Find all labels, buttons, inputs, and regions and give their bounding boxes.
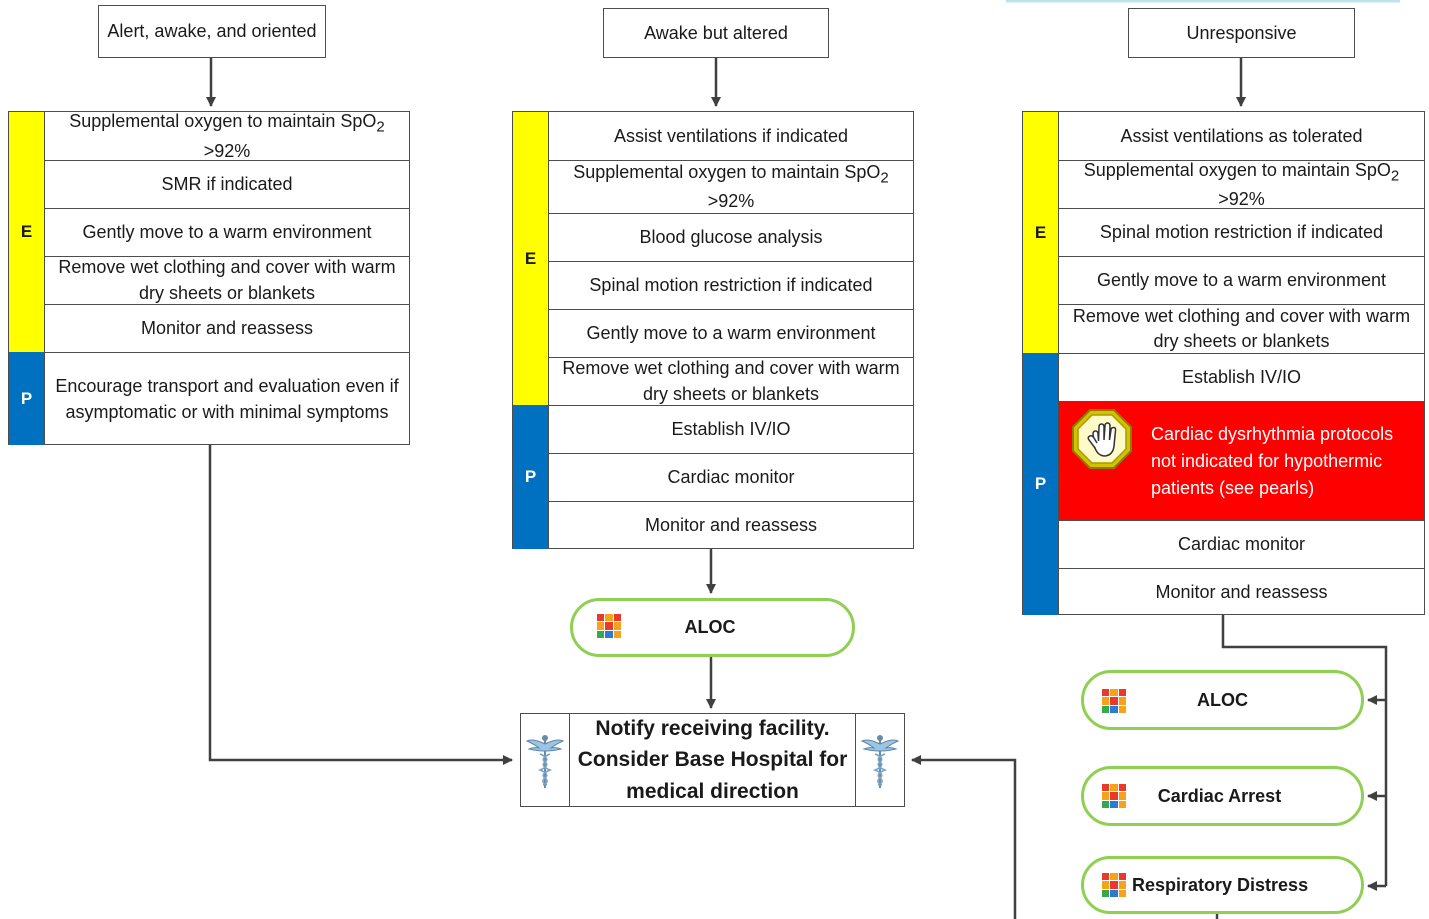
step-row: Gently move to a warm environment: [1059, 256, 1424, 304]
aloc-protocol-link[interactable]: ALOC: [570, 598, 855, 657]
step-row: Supplemental oxygen to maintain SpO2 >92…: [45, 111, 409, 161]
step-row: Remove wet clothing and cover with warm …: [1059, 304, 1424, 353]
step-text: Supplemental oxygen to maintain SpO2 >92…: [573, 162, 889, 211]
column-3-block: E P Assist ventilations as tolerated Sup…: [1022, 111, 1425, 615]
step-row: Gently move to a warm environment: [549, 309, 913, 357]
stop-hand-icon: [1071, 408, 1133, 470]
step-row: SMR if indicated: [45, 160, 409, 208]
column-2-block: E P Assist ventilations if indicated Sup…: [512, 111, 914, 549]
link-label: ALOC: [1197, 689, 1248, 710]
step-row: Cardiac monitor: [1059, 520, 1424, 568]
step-row: Gently move to a warm environment: [45, 208, 409, 256]
step-row: Monitor and reassess: [45, 304, 409, 352]
notify-receiving-facility-box: Notify receiving facility. Consider Base…: [520, 713, 905, 807]
step-row: Cardiac monitor: [549, 453, 913, 501]
step-row: Assist ventilations as tolerated: [1120, 125, 1363, 146]
protocol-grid-icon: [1102, 689, 1126, 713]
connector-bottom-to-notify: [911, 755, 1017, 919]
step-row: Assist ventilations if indicated: [613, 125, 849, 146]
connector-col3-trunk: [1221, 615, 1388, 886]
column-1-block: E P Supplemental oxygen to maintain SpO2…: [8, 111, 410, 445]
alert-row: Cardiac dysrhythmia protocols not indica…: [1059, 401, 1424, 520]
step-row: Monitor and reassess: [1059, 568, 1424, 615]
caduceus-icon: [525, 732, 565, 790]
link-label: Cardiac Arrest: [1157, 785, 1282, 806]
header-unresponsive: Unresponsive: [1128, 8, 1355, 58]
aloc-protocol-link[interactable]: ALOC: [1081, 670, 1364, 730]
caduceus-icon: [860, 732, 900, 790]
step-row: Spinal motion restriction if indicated: [549, 261, 913, 309]
step-row: Monitor and reassess: [549, 501, 913, 549]
step-row: Encourage transport and evaluation even …: [45, 352, 409, 445]
e-bar: E: [9, 112, 45, 352]
step-row: Remove wet clothing and cover with warm …: [549, 357, 913, 405]
header-alert-awake-oriented: Alert, awake, and oriented: [98, 5, 326, 58]
protocol-grid-icon: [1102, 873, 1126, 897]
p-bar: P: [1023, 353, 1059, 615]
step-row: Establish IV/IO: [1059, 353, 1424, 401]
header-awake-altered: Awake but altered: [603, 8, 829, 58]
step-text: Supplemental oxygen to maintain SpO2 >92…: [1083, 159, 1400, 209]
link-label: Respiratory Distress: [1132, 874, 1309, 895]
alert-text: Cardiac dysrhythmia protocols not indica…: [1151, 423, 1394, 498]
p-bar: P: [513, 405, 549, 549]
step-row: Supplemental oxygen to maintain SpO2 >92…: [549, 160, 913, 213]
notify-text: Notify receiving facility. Consider Base…: [569, 714, 856, 806]
step-row: Blood glucose analysis: [549, 213, 913, 261]
p-bar: P: [9, 352, 45, 445]
step-row: Supplemental oxygen to maintain SpO2 >92…: [1059, 159, 1424, 209]
e-bar: E: [1023, 112, 1059, 353]
connector-col1-to-notify: [208, 445, 513, 765]
e-bar: E: [513, 112, 549, 405]
step-row: Establish IV/IO: [549, 405, 913, 453]
protocol-grid-icon: [597, 614, 621, 638]
respiratory-distress-protocol-link[interactable]: Respiratory Distress: [1081, 856, 1364, 914]
link-label: ALOC: [684, 617, 736, 637]
protocol-grid-icon: [1102, 784, 1126, 808]
step-row: Spinal motion restriction if indicated: [1059, 208, 1424, 256]
cardiac-arrest-protocol-link[interactable]: Cardiac Arrest: [1081, 766, 1364, 826]
step-row: Remove wet clothing and cover with warm …: [45, 256, 409, 304]
step-text: Supplemental oxygen to maintain SpO2 >92…: [69, 110, 385, 162]
